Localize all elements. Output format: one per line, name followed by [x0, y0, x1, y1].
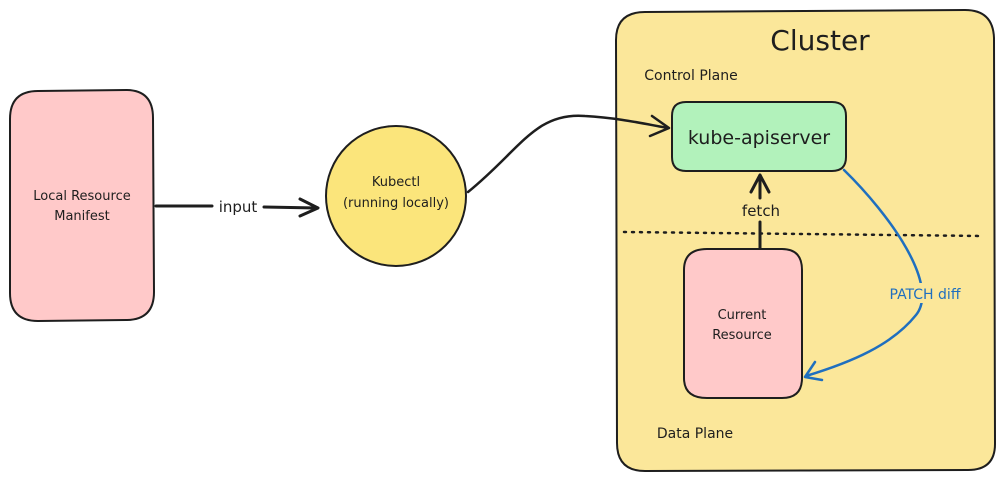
current-resource-node[interactable]: Current Resource [683, 248, 803, 399]
current-resource-line2: Resource [712, 328, 772, 343]
input-arrow: input [154, 197, 320, 218]
cluster-container: Cluster Control Plane Data Plane [614, 8, 997, 473]
patch-diff-arrow: PATCH diff [803, 168, 972, 382]
kubectl-line1: Kubectl [372, 175, 420, 190]
current-resource-box [683, 248, 803, 399]
kubectl-to-apiserver-curve [466, 114, 670, 194]
local-resource-manifest-line2: Manifest [54, 209, 109, 224]
kube-apiserver-label: kube-apiserver [688, 127, 830, 149]
patch-diff-label-bg [878, 283, 972, 303]
local-resource-manifest-line1: Local Resource [33, 189, 130, 204]
current-resource-line1: Current [718, 308, 767, 323]
kubectl-to-apiserver-arrow [466, 114, 671, 194]
kube-apiserver-node[interactable]: kube-apiserver [671, 101, 847, 172]
fetch-arrow-head [749, 173, 771, 194]
control-plane-label: Control Plane [644, 68, 737, 84]
kubectl-to-apiserver-head [648, 114, 671, 138]
patch-diff-curve [804, 168, 924, 378]
input-arrow-head [298, 197, 320, 218]
plane-divider [622, 230, 984, 238]
kube-apiserver-box [671, 101, 847, 172]
fetch-arrow: fetch [742, 173, 780, 250]
input-arrow-line-right [262, 205, 319, 210]
local-resource-manifest-box [9, 88, 156, 323]
local-resource-manifest-node[interactable]: Local Resource Manifest [9, 88, 156, 323]
kubectl-circle [325, 125, 467, 267]
patch-diff-label: PATCH diff [890, 287, 961, 303]
input-label: input [219, 198, 258, 216]
fetch-label: fetch [742, 202, 780, 220]
kubectl-line2: (running locally) [343, 196, 449, 211]
cluster-title: Cluster [770, 24, 870, 57]
patch-diff-head [803, 360, 824, 382]
kubectl-node[interactable]: Kubectl (running locally) [325, 125, 467, 267]
data-plane-label: Data Plane [657, 426, 733, 442]
